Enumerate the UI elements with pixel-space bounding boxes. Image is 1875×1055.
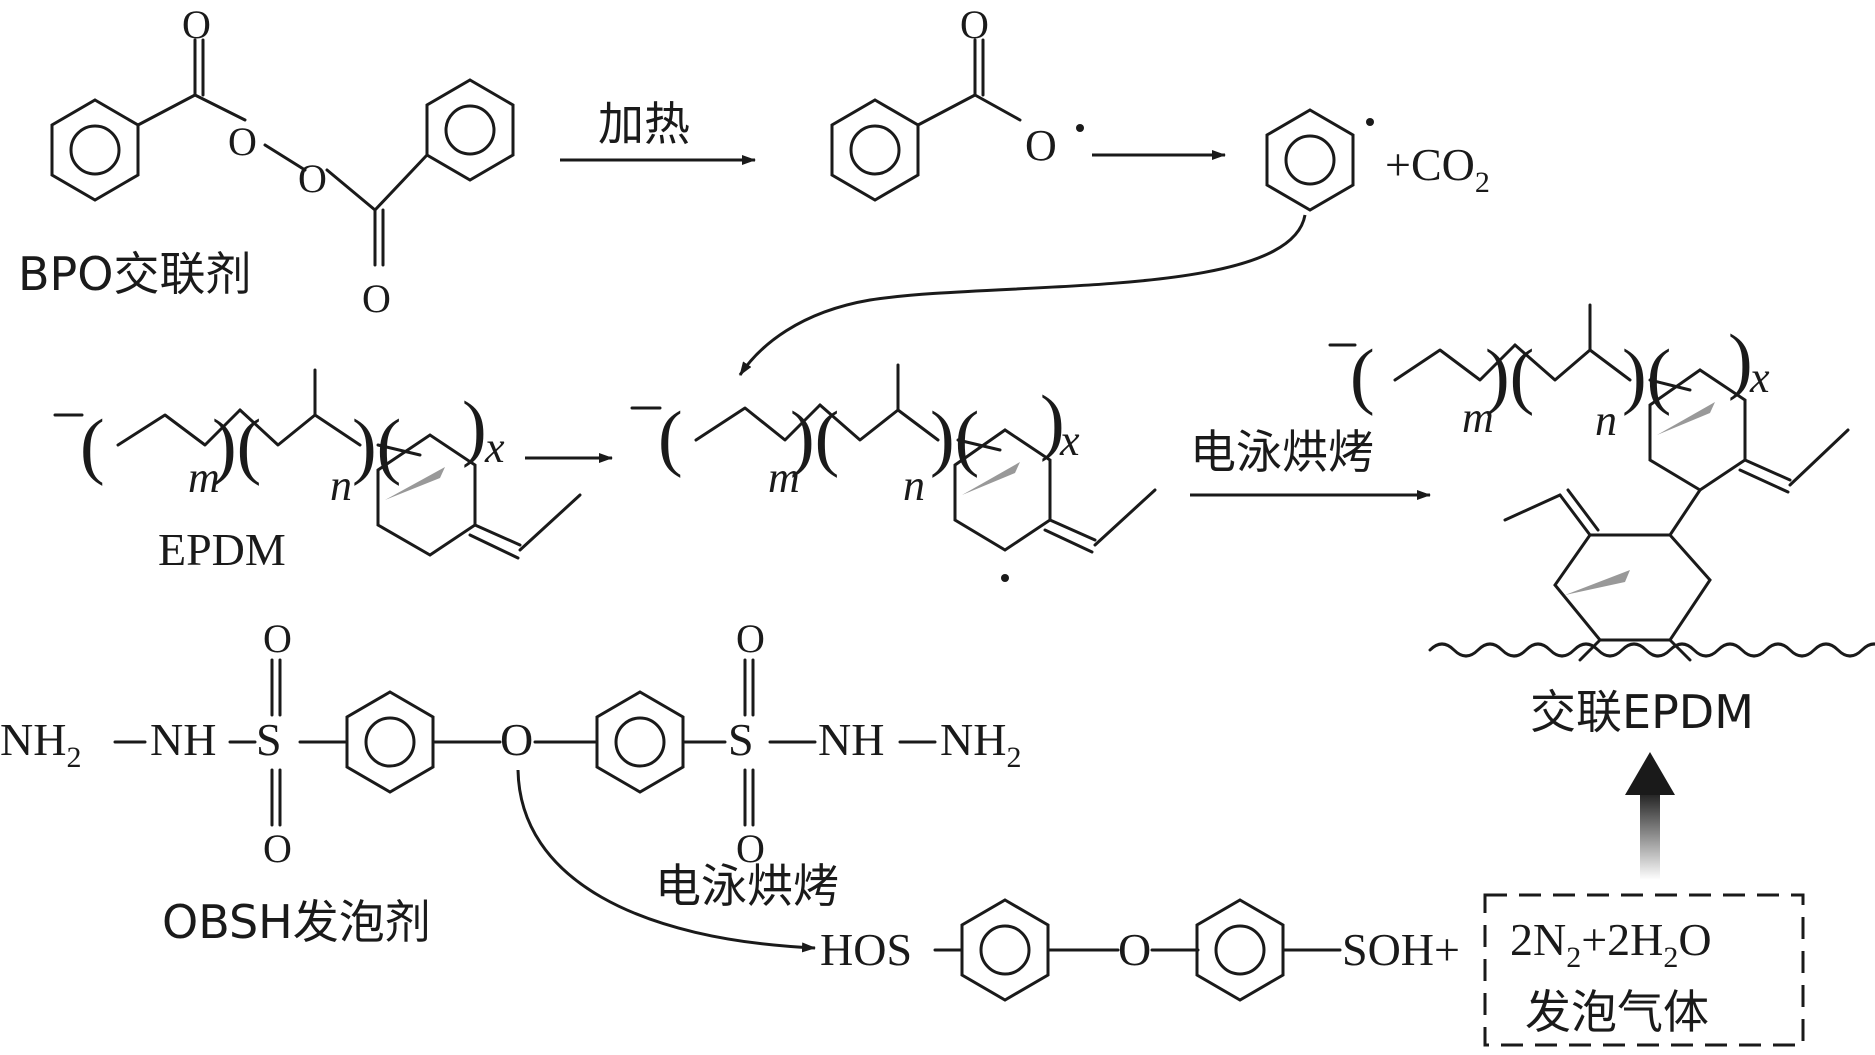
bpo-molecule: O O O O bbox=[50, 2, 515, 321]
svg-text:): ) bbox=[1728, 320, 1753, 402]
svg-text:)(: )( bbox=[1485, 335, 1534, 417]
co2-label: +CO2 bbox=[1385, 139, 1490, 199]
obsh-nh-left: NH bbox=[150, 714, 216, 765]
obsh-nh2-right: NH2 bbox=[940, 714, 1021, 774]
radical-m: m bbox=[768, 453, 800, 502]
heat-label: 加热 bbox=[598, 97, 690, 151]
product-hos: HOS bbox=[820, 924, 912, 975]
bpo-label: BPO交联剂 bbox=[18, 247, 252, 301]
radical-n: n bbox=[903, 461, 925, 510]
svg-text:)(: )( bbox=[1622, 335, 1671, 417]
epdm-label: EPDM bbox=[158, 524, 286, 575]
epdm-radical-structure: ( )( )( ) m n x bbox=[630, 363, 1157, 582]
obsh-molecule: NH2 NH S O O O S O O NH NH2 bbox=[0, 616, 1021, 871]
obsh-nh2-left: NH2 bbox=[0, 714, 81, 774]
radical-o: O bbox=[1025, 121, 1057, 170]
svg-text:)(: )( bbox=[212, 405, 261, 487]
radical-o-top: O bbox=[960, 2, 989, 47]
bake-label-1: 电泳烘烤 bbox=[1190, 425, 1374, 479]
bpo-o-bottom: O bbox=[362, 276, 391, 321]
obsh-o2: O bbox=[263, 826, 292, 871]
bake-label-2: 电泳烘烤 bbox=[655, 859, 839, 913]
svg-text:(: ( bbox=[80, 405, 105, 487]
gas-up-arrow bbox=[1625, 752, 1675, 880]
obsh-o4: O bbox=[736, 826, 765, 871]
epdm-n: n bbox=[330, 461, 352, 510]
xl-x: x bbox=[1749, 353, 1770, 402]
obsh-nh-right: NH bbox=[818, 714, 884, 765]
crosslinked-epdm-structure: ( )( )( ) m n x bbox=[1328, 303, 1875, 662]
obsh-s-left: S bbox=[256, 714, 282, 765]
obsh-o1: O bbox=[263, 616, 292, 661]
obsh-o-bridge: O bbox=[500, 714, 533, 765]
attack-arrow bbox=[738, 214, 1307, 376]
bake-arrow-2 bbox=[516, 769, 816, 953]
svg-text:(: ( bbox=[658, 397, 683, 479]
bpo-o-2: O bbox=[298, 156, 327, 201]
epdm-x: x bbox=[484, 423, 505, 472]
obsh-o3: O bbox=[736, 616, 765, 661]
radical-x: x bbox=[1059, 416, 1080, 465]
crosslinked-label: 交联EPDM bbox=[1530, 685, 1754, 739]
bpo-o-top: O bbox=[182, 2, 211, 47]
benzoyloxy-radical: O O bbox=[830, 2, 1084, 202]
svg-text:): ) bbox=[462, 387, 487, 469]
product-o-bridge: O bbox=[1118, 924, 1151, 975]
xl-m: m bbox=[1462, 393, 1494, 442]
gas-name: 发泡气体 bbox=[1525, 985, 1709, 1039]
bpo-o-1: O bbox=[228, 119, 257, 164]
epdm-structure: ( )( )( ) m n x bbox=[53, 368, 582, 560]
epdm-m: m bbox=[188, 453, 220, 502]
gas-formula: 2N2+2H2O bbox=[1510, 914, 1712, 974]
obsh-label: OBSH发泡剂 bbox=[162, 895, 431, 949]
obsh-s-right: S bbox=[728, 714, 754, 765]
product-molecule: HOS O SOH+ bbox=[820, 898, 1460, 1002]
xl-n: n bbox=[1595, 396, 1617, 445]
gas-box bbox=[1483, 893, 1805, 1047]
product-soh: SOH+ bbox=[1342, 924, 1460, 975]
svg-text:(: ( bbox=[1350, 335, 1375, 417]
svg-text:): ) bbox=[1040, 381, 1065, 463]
phenyl-radical bbox=[1265, 108, 1374, 212]
svg-text:)(: )( bbox=[790, 397, 839, 479]
